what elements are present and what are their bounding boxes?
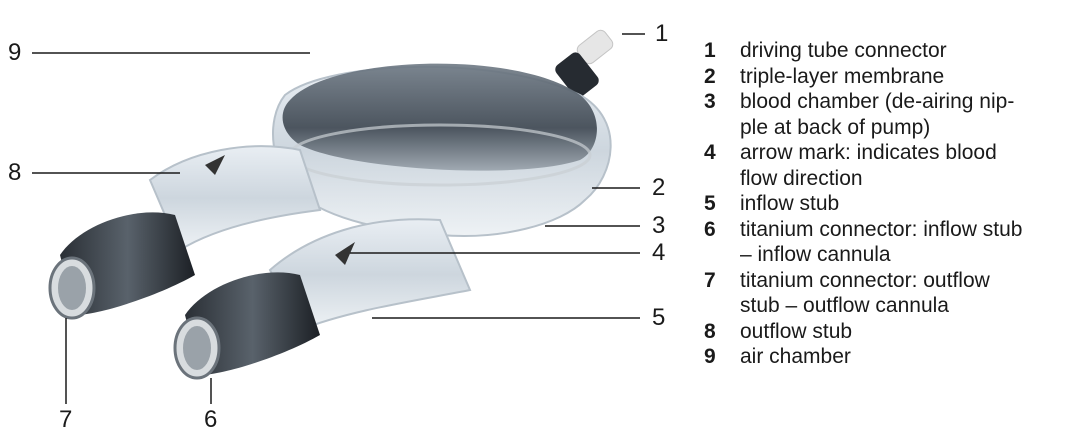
legend-text: triple-layer membrane [740,64,1074,90]
callout-6: 6 [204,408,217,432]
legend-item-2: 2 triple-layer membrane [704,64,1074,90]
callout-3: 3 [652,214,665,238]
legend-text: titanium connector: inflow stub – inflow… [740,217,1074,268]
legend-item-7: 7 titanium connector: outflow stub – out… [704,268,1074,319]
callout-7: 7 [59,408,72,432]
legend-number: 6 [704,217,740,268]
legend: 1 driving tube connector 2 triple-layer … [704,38,1074,370]
legend-item-8: 8 outflow stub [704,319,1074,345]
legend-text: arrow mark: indicates blood flow directi… [740,140,1074,191]
callout-2: 2 [652,176,665,200]
legend-text: air chamber [740,344,1074,370]
legend-item-3: 3 blood chamber (de-airing nip- ple at b… [704,89,1074,140]
legend-number: 3 [704,89,740,140]
legend-number: 1 [704,38,740,64]
legend-number: 7 [704,268,740,319]
callout-8: 8 [8,161,21,185]
titanium-connector-outflow [50,212,195,318]
legend-item-1: 1 driving tube connector [704,38,1074,64]
callout-4: 4 [652,241,665,265]
legend-item-9: 9 air chamber [704,344,1074,370]
legend-text: blood chamber (de-airing nip- ple at bac… [740,89,1074,140]
legend-item-6: 6 titanium connector: inflow stub – infl… [704,217,1074,268]
callout-5: 5 [652,306,665,330]
legend-number: 9 [704,344,740,370]
callout-9: 9 [8,41,21,65]
legend-number: 2 [704,64,740,90]
callout-1: 1 [655,22,668,46]
legend-number: 8 [704,319,740,345]
legend-text: titanium connector: outflow stub – outfl… [740,268,1074,319]
legend-number: 5 [704,191,740,217]
legend-text: driving tube connector [740,38,1074,64]
legend-text: inflow stub [740,191,1074,217]
titanium-connector-inflow [175,272,320,378]
legend-item-5: 5 inflow stub [704,191,1074,217]
legend-item-4: 4 arrow mark: indicates blood flow direc… [704,140,1074,191]
legend-number: 4 [704,140,740,191]
legend-text: outflow stub [740,319,1074,345]
